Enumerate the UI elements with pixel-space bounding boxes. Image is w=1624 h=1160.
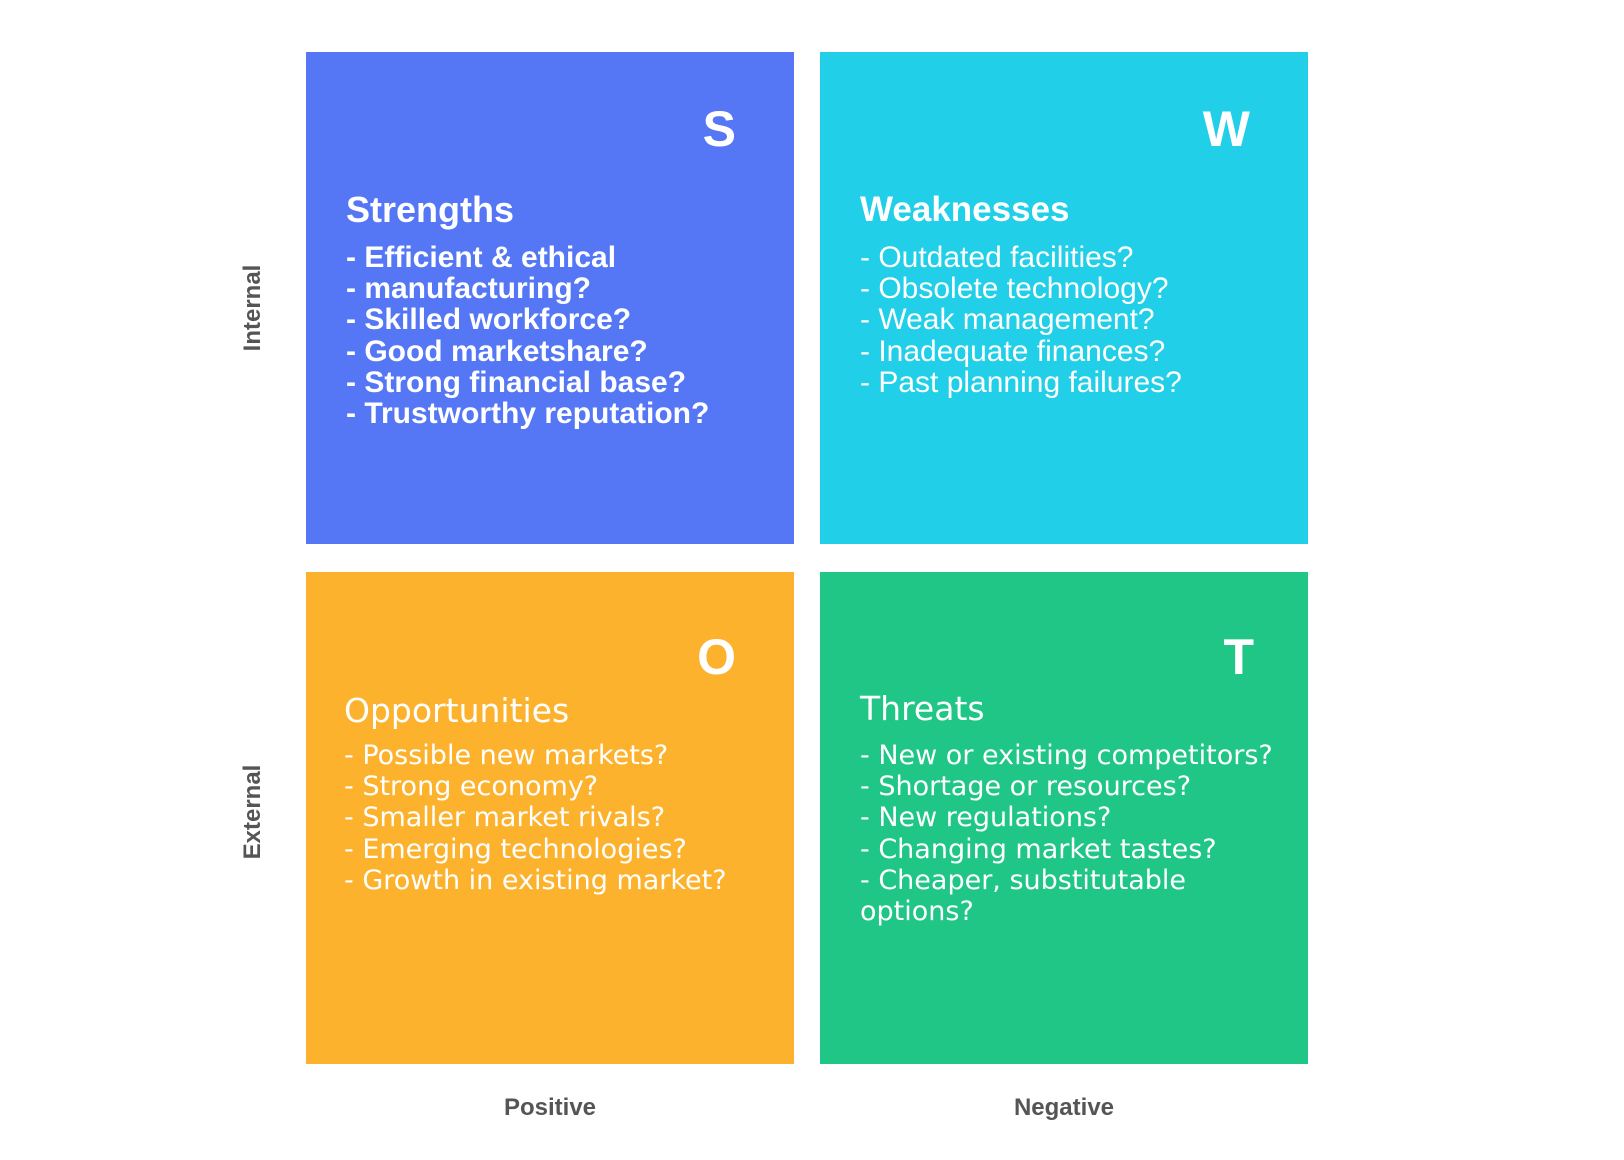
quadrant-items: - New or existing competitors? - Shortag… <box>860 740 1290 927</box>
quadrant-opportunities: O Opportunities - Possible new markets? … <box>306 572 794 1064</box>
list-item: - Growth in existing market? <box>344 864 727 896</box>
quadrant-title: Strengths <box>346 189 515 230</box>
list-item: - manufacturing? <box>346 272 591 306</box>
quadrant-strengths: S Strengths - Efficient & ethical - manu… <box>306 52 794 544</box>
list-item: - Strong economy? <box>344 771 599 803</box>
list-item: - Past planning failures? <box>860 365 1182 399</box>
list-item: - Inadequate finances? <box>860 334 1166 368</box>
quadrant-weaknesses: W Weaknesses - Outdated facilities? - Ob… <box>820 52 1308 544</box>
list-item: - Weak management? <box>860 303 1155 337</box>
list-item: - Shortage or resources? <box>860 771 1192 803</box>
list-item: - Obsolete technology? <box>860 272 1169 306</box>
axis-label-negative: Negative <box>1013 1094 1115 1121</box>
quadrant-items: - Efficient & ethical - manufacturing? -… <box>346 242 709 429</box>
list-item: - Outdated facilities? <box>860 241 1134 274</box>
axis-label-positive: Positive <box>503 1094 597 1121</box>
list-item: - Trustworthy reputation? <box>346 397 710 431</box>
list-item: - New or existing competitors? <box>860 740 1273 771</box>
list-item: - Emerging technologies? <box>344 833 687 865</box>
list-item: - Strong financial base? <box>346 365 687 399</box>
quadrant-title: Weaknesses <box>860 190 1070 229</box>
list-item: - Cheaper, substitutable options? <box>860 864 1187 928</box>
quadrant-title: Threats <box>860 689 985 728</box>
quadrant-title: Opportunities <box>344 691 570 730</box>
axis-label-internal: Internal <box>239 264 266 352</box>
quadrant-items: - Outdated facilities? - Obsolete techno… <box>860 242 1182 398</box>
list-item: - Smaller market rivals? <box>344 802 666 834</box>
quadrant-letter: W <box>1202 101 1250 157</box>
quadrant-items: - Possible new markets? - Strong economy… <box>344 740 727 896</box>
list-item: - Possible new markets? <box>344 740 669 771</box>
list-item: - Changing market tastes? <box>860 833 1217 865</box>
axis-label-external: External <box>239 764 266 860</box>
quadrant-threats: T Threats - New or existing competitors?… <box>820 572 1308 1064</box>
list-item: - Skilled workforce? <box>346 303 632 337</box>
quadrant-letter: S <box>702 101 736 157</box>
list-item: - New regulations? <box>860 802 1112 834</box>
quadrant-letter: O <box>697 629 736 685</box>
list-item: - Good marketshare? <box>346 334 648 368</box>
quadrant-letter: T <box>1223 629 1254 685</box>
list-item: - Efficient & ethical <box>346 241 617 274</box>
